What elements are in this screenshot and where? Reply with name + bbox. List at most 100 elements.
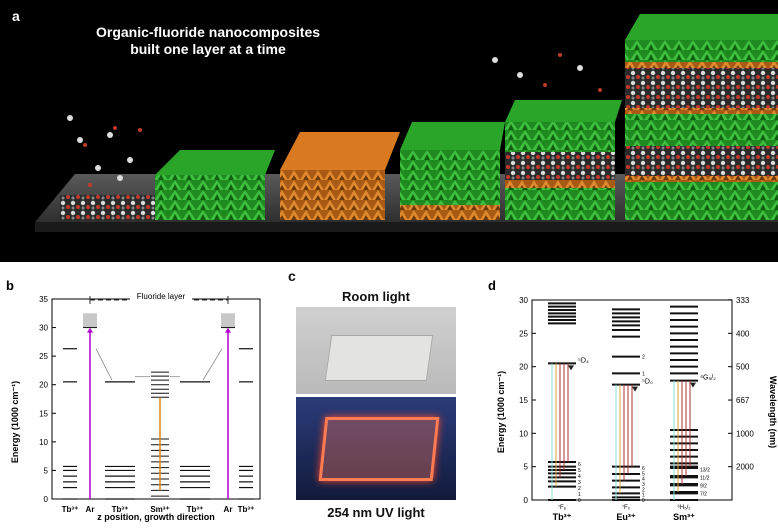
eu-j-label: 1 [642,493,645,499]
panel-b-ytick-label: 0 [44,495,49,504]
panel-d-ytick-label: 5 [524,463,529,472]
eu-upper-label: 2 [642,355,645,361]
panel-d-ytick-label: 0 [524,496,529,505]
panel-d-excited-state: ⁴G₅/₂ [700,375,716,382]
panel-b-column-label: Ar [86,505,95,514]
transfer-arrow [95,348,113,381]
eu-j-label: 6 [642,466,645,472]
panel-b-column-label: Tb³⁺ [62,505,79,514]
panel-d-y2label: Wavelength (nm) [768,376,778,448]
ar-arrow-head [87,327,93,333]
panel-d-wavelength-ticks: 333 400 500 667 1000 2000 [728,296,754,472]
panel-b-energy-diagram: b Energy (1000 cm⁻¹) 0 5 10 15 20 25 30 35 Tb³⁺… [6,278,261,522]
panel-c-label: c [288,268,296,284]
sm-j-label: 7/2 [700,491,707,497]
panel-d-y2tick-label: 667 [736,396,750,405]
uv-light-photo [296,397,456,500]
panel-d-ytick-label: 10 [519,429,528,438]
panel-b-column-label: Tb³⁺ [112,505,129,514]
panel-d-ytick-label: 30 [519,296,528,305]
panel-b-ytick-label: 20 [39,381,48,390]
panel-b-levels [63,313,253,500]
stack-2-green-layer [155,150,275,220]
tb-j-label: 6 [578,462,581,468]
tb-j-label: 4 [578,474,581,480]
fluoride-label-bg [130,291,192,302]
stack-1-molecules [60,115,155,220]
panel-d-y2tick-label: 1000 [736,429,754,438]
panel-d-levels [548,302,698,501]
panel-a-render: a Organic-fluoride nanocomposites built … [0,0,778,262]
panel-d-y2tick-label: 333 [736,296,750,305]
eu-j-label: 3 [642,482,645,488]
fluoride-layer-label: Fluoride layer [137,292,186,301]
glass-slide [324,335,434,381]
panel-d-ytick-label: 25 [519,329,528,338]
panel-b-ytick-label: 5 [44,466,49,475]
panel-a-title-line1: Organic-fluoride nanocomposites [95,24,321,40]
eu-j-label: 5 [642,471,645,477]
panel-d-ground-state: ⁷F₀ [622,504,631,511]
tb-j-label: 0 [578,498,581,504]
panel-d-energy-diagram: d Energy (1000 cm⁻¹) Wavelength (nm) 0 5 1… [488,278,778,522]
sm-j-label: 13/2 [700,467,710,473]
panel-d-label: d [488,278,496,293]
panel-d-ytick-label: 20 [519,363,528,372]
sm-j-label: 9/2 [700,483,707,489]
eu-j-label: 4 [642,477,645,483]
tb-j-label: 3 [578,480,581,486]
room-light-photo [296,307,456,394]
room-light-caption: Room light [342,289,410,304]
panel-d-ytick-label: 15 [519,396,528,405]
panel-b-ytick-label: 15 [39,409,48,418]
panel-b-column-label: Sm³⁺ [150,505,169,514]
panel-d-yticks: 0 5 10 15 20 25 30 [519,296,536,505]
tb-j-label: 5 [578,468,581,474]
stack-5-multilayer [492,53,622,220]
panel-b-column-labels: Tb³⁺ Ar Tb³⁺ Sm³⁺ Tb³⁺ Ar Tb³⁺ [62,505,255,514]
panel-d-ylabel: Energy (1000 cm⁻¹) [496,371,506,453]
panel-b-ytick-label: 35 [39,295,48,304]
panel-b-ytick-label: 10 [39,438,48,447]
panel-b-ylabel: Energy (1000 cm⁻¹) [10,381,20,463]
panel-b-column-label: Tb³⁺ [187,505,204,514]
panel-d-y2tick-label: 400 [736,329,750,338]
eu-j-label: 0 [642,498,645,504]
transfer-marker [632,386,638,392]
panel-a-title-line2: built one layer at a time [130,41,286,57]
tb-j-label: 2 [578,486,581,492]
panel-b-xlabel: z position, growth direction [97,512,215,522]
panel-b-label: b [6,278,14,293]
panel-d-ground-state: ⁶H₅/₂ [677,504,691,511]
panel-b-column-label: Tb³⁺ [238,505,255,514]
eu-j-label: 2 [642,487,645,493]
tb-j-label: 1 [578,492,581,498]
transfer-marker [568,365,574,371]
transfer-arrow [202,348,223,381]
panel-a-title: Organic-fluoride nanocomposites built on… [58,24,358,58]
panel-b-ytick-label: 25 [39,352,48,361]
panel-b-ytick-label: 30 [39,324,48,333]
stack-4-bilayer [400,122,505,220]
panel-d-y2tick-label: 500 [736,363,750,372]
panel-d-excited-state: ⁵D₄ [578,357,589,364]
panel-d-ground-state: ⁷F₆ [558,504,567,511]
panel-d-ion-label: Tb³⁺ [553,512,572,522]
ar-arrow-head [225,327,231,333]
substrate-edge [35,222,778,232]
transfer-marker [690,382,696,388]
eu-upper-label: 1 [642,371,645,377]
panel-b-column-label: Ar [224,505,233,514]
glowing-slide [318,417,440,481]
ar-absorption-band [83,313,97,328]
panel-a-label: a [12,8,20,24]
layer-growth-illustration [35,14,778,232]
panel-d-ion-label: Sm³⁺ [673,512,695,522]
stack-6-tall-multilayer [625,14,778,220]
panel-d-excited-state: ⁵D₀ [642,379,653,386]
uv-light-caption: 254 nm UV light [327,505,425,520]
panel-d-y2tick-label: 2000 [736,463,754,472]
ar-absorption-band [221,313,235,328]
panel-d-ion-label: Eu³⁺ [616,512,635,522]
